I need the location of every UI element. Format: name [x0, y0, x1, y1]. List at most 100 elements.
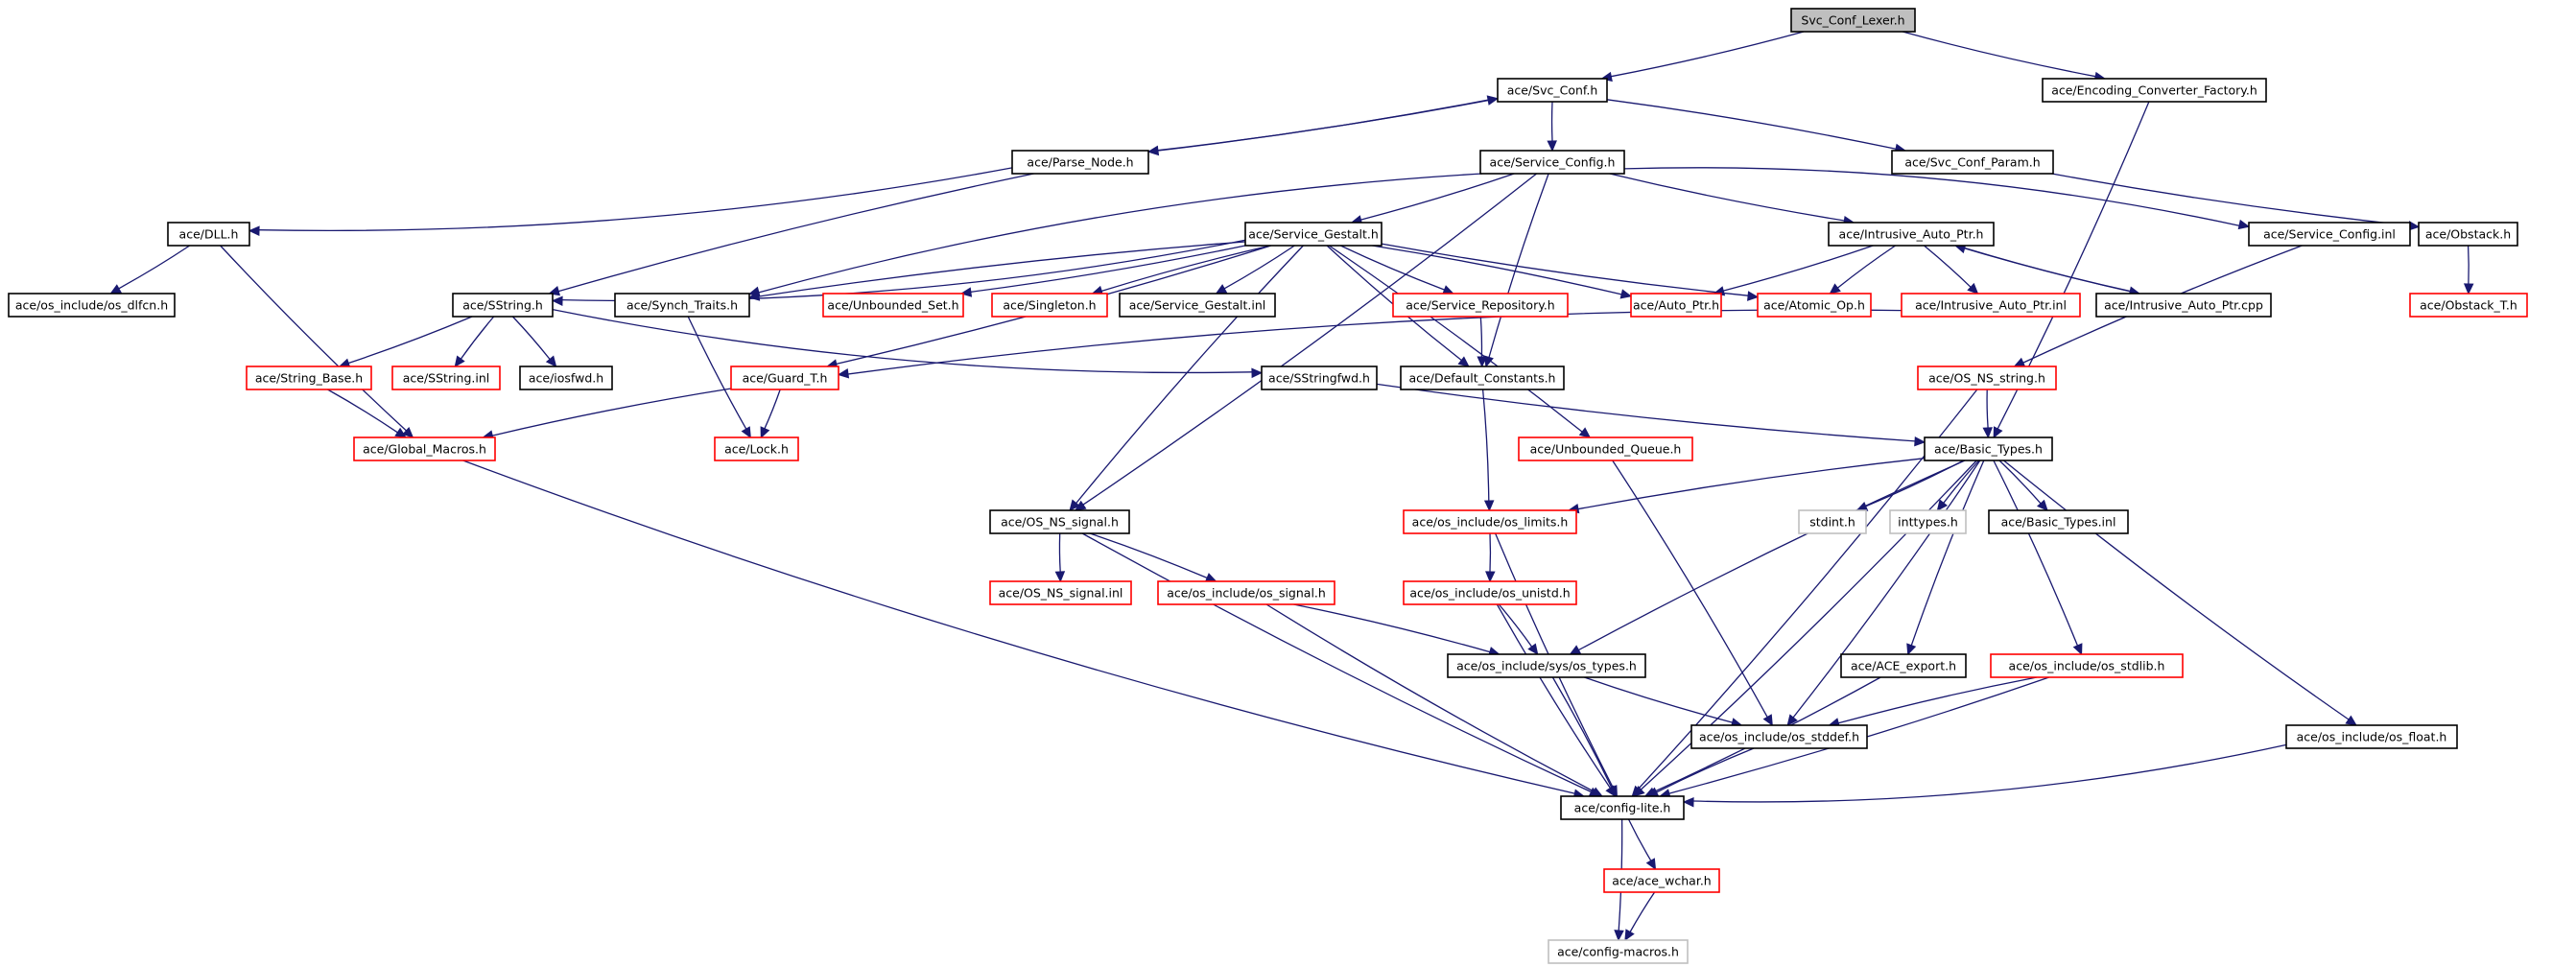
- node-os-ns-signal-inl[interactable]: ace/OS_NS_signal.inl: [989, 580, 1132, 605]
- arrowhead-os-limits-to-os-unistd: [1485, 571, 1496, 583]
- node-basic-types[interactable]: ace/Basic_Types.h: [1924, 436, 2053, 461]
- node-global-macros[interactable]: ace/Global_Macros.h: [353, 436, 496, 461]
- node-svc-conf-lexer-box: [1790, 8, 1916, 33]
- node-os-stddef[interactable]: ace/os_include/os_stddef.h: [1690, 724, 1868, 749]
- node-iosfwd-box: [519, 366, 613, 390]
- node-service-config[interactable]: ace/Service_Config.h: [1479, 150, 1625, 175]
- node-string-base-box: [246, 366, 372, 390]
- arrowhead-service-gestalt-to-unbounded-set: [959, 287, 973, 297]
- node-os-stdlib[interactable]: ace/os_include/os_stdlib.h: [1990, 653, 2184, 678]
- node-os-signal-label: ace/os_include/os_signal.h: [1167, 586, 1326, 601]
- arrowhead-service-gestalt-to-sstring: [551, 295, 563, 306]
- node-intrusive-auto-ptr-inl[interactable]: ace/Intrusive_Auto_Ptr.inl: [1901, 293, 2081, 318]
- arrowhead-service-gestalt-to-service-gestalt-inl: [1215, 284, 1228, 295]
- edge-svc-conf-param-to-obstack: [2051, 173, 2410, 226]
- edge-service-gestalt-to-unbounded-set: [970, 245, 1246, 293]
- node-ace-wchar[interactable]: ace/ace_wchar.h: [1603, 868, 1720, 893]
- node-service-gestalt-inl[interactable]: ace/Service_Gestalt.inl: [1119, 293, 1276, 318]
- node-unbounded-set[interactable]: ace/Unbounded_Set.h: [822, 293, 964, 318]
- node-unbounded-queue[interactable]: ace/Unbounded_Queue.h: [1518, 436, 1693, 461]
- node-iosfwd[interactable]: ace/iosfwd.h: [519, 366, 613, 390]
- edge-basic-types-to-config-lite: [1640, 460, 1977, 790]
- node-service-gestalt-box: [1244, 222, 1383, 247]
- edge-os-unistd-to-os-types: [1498, 603, 1533, 648]
- node-config-lite[interactable]: ace/config-lite.h: [1560, 795, 1685, 820]
- node-svc-conf-lexer[interactable]: Svc_Conf_Lexer.h: [1790, 8, 1916, 33]
- node-iosfwd-label: ace/iosfwd.h: [529, 371, 603, 386]
- node-sstringfwd[interactable]: ace/SStringfwd.h: [1261, 366, 1378, 390]
- node-parse-node[interactable]: ace/Parse_Node.h: [1011, 150, 1149, 175]
- node-default-constants-label: ace/Default_Constants.h: [1409, 371, 1556, 386]
- node-inttypes-box: [1889, 509, 1967, 534]
- node-service-gestalt[interactable]: ace/Service_Gestalt.h: [1244, 222, 1383, 247]
- edge-svc-conf-lexer-to-svc-conf: [1611, 31, 1805, 78]
- node-guard-t-label: ace/Guard_T.h: [743, 371, 828, 386]
- node-service-gestalt-label: ace/Service_Gestalt.h: [1248, 227, 1379, 242]
- node-os-unistd[interactable]: ace/os_include/os_unistd.h: [1403, 580, 1577, 605]
- edge-service-config-to-synch-traits: [758, 173, 1483, 294]
- node-guard-t[interactable]: ace/Guard_T.h: [730, 366, 839, 390]
- edge-service-config-to-service-config-inl: [1623, 167, 2240, 226]
- node-sstring[interactable]: ace/SString.h: [452, 293, 554, 318]
- arrowhead-string-base-to-global-macros: [394, 427, 408, 438]
- node-string-base[interactable]: ace/String_Base.h: [246, 366, 372, 390]
- node-os-stddef-box: [1690, 724, 1868, 749]
- node-stdint-box: [1798, 509, 1867, 534]
- edge-os-ns-signal-to-os-ns-signal-inl: [1058, 532, 1061, 573]
- edge-service-gestalt-to-synch-traits: [758, 241, 1246, 297]
- node-dll[interactable]: ace/DLL.h: [167, 222, 250, 247]
- node-svc-conf-param[interactable]: ace/Svc_Conf_Param.h: [1891, 150, 2054, 175]
- node-config-macros[interactable]: ace/config-macros.h: [1548, 939, 1689, 964]
- node-obstack-label: ace/Obstack.h: [2425, 227, 2511, 242]
- node-unbounded-set-label: ace/Unbounded_Set.h: [827, 298, 958, 313]
- edge-service-config-to-os-ns-signal: [1082, 173, 1538, 506]
- node-os-ns-signal-label: ace/OS_NS_signal.h: [1001, 515, 1119, 530]
- node-encoding-conv[interactable]: ace/Encoding_Converter_Factory.h: [2042, 78, 2267, 103]
- arrowhead-unbounded-queue-to-os-stddef: [1762, 714, 1773, 727]
- node-os-float-label: ace/os_include/os_float.h: [2297, 730, 2447, 744]
- arrowhead-os-ns-signal-to-os-signal: [1204, 573, 1217, 582]
- node-sstring-inl-label: ace/SString.inl: [403, 371, 490, 386]
- node-os-dlfcn[interactable]: ace/os_include/os_dlfcn.h: [8, 293, 176, 318]
- node-service-config-inl[interactable]: ace/Service_Config.inl: [2248, 222, 2411, 247]
- node-string-base-label: ace/String_Base.h: [255, 371, 363, 386]
- node-basic-types-box: [1924, 436, 2053, 461]
- node-ace-export[interactable]: ace/ACE_export.h: [1840, 653, 1967, 678]
- node-service-gestalt-inl-box: [1119, 293, 1276, 318]
- node-os-types[interactable]: ace/os_include/sys/os_types.h: [1447, 653, 1646, 678]
- node-os-ns-string[interactable]: ace/OS_NS_string.h: [1917, 366, 2057, 390]
- arrowhead-os-ns-string-to-basic-types: [1982, 427, 1993, 439]
- node-os-limits[interactable]: ace/os_include/os_limits.h: [1403, 509, 1577, 534]
- node-service-repository[interactable]: ace/Service_Repository.h: [1392, 293, 1569, 318]
- node-synch-traits[interactable]: ace/Synch_Traits.h: [614, 293, 750, 318]
- node-auto-ptr-box: [1630, 293, 1722, 318]
- node-intrusive-auto-ptr[interactable]: ace/Intrusive_Auto_Ptr.h: [1828, 222, 1995, 247]
- node-os-signal[interactable]: ace/os_include/os_signal.h: [1157, 580, 1335, 605]
- node-synch-traits-label: ace/Synch_Traits.h: [626, 298, 738, 313]
- arrowhead-os-ns-signal-to-os-ns-signal-inl: [1054, 571, 1066, 583]
- node-lock[interactable]: ace/Lock.h: [714, 436, 799, 461]
- node-sstring-inl[interactable]: ace/SString.inl: [391, 366, 501, 390]
- edge-basic-types-to-os-stdlib: [1993, 460, 2079, 647]
- edge-basic-types-to-os-float: [2003, 460, 2350, 720]
- node-os-float[interactable]: ace/os_include/os_float.h: [2285, 724, 2458, 749]
- node-svc-conf[interactable]: ace/Svc_Conf.h: [1497, 78, 1608, 103]
- node-os-ns-signal[interactable]: ace/OS_NS_signal.h: [989, 509, 1130, 534]
- arrowhead-svc-conf-to-service-config: [1547, 140, 1557, 153]
- node-obstack-t[interactable]: ace/Obstack_T.h: [2409, 293, 2528, 318]
- edge-parse-node-to-svc-conf: [1147, 99, 1489, 153]
- node-obstack[interactable]: ace/Obstack.h: [2418, 222, 2518, 247]
- node-os-types-label: ace/os_include/sys/os_types.h: [1456, 659, 1637, 673]
- node-singleton[interactable]: ace/Singleton.h: [991, 293, 1108, 318]
- node-intrusive-auto-ptr-cpp[interactable]: ace/Intrusive_Auto_Ptr.cpp: [2095, 293, 2272, 318]
- node-auto-ptr[interactable]: ace/Auto_Ptr.h: [1630, 293, 1722, 318]
- node-config-lite-label: ace/config-lite.h: [1574, 801, 1671, 815]
- node-basic-types-inl-label: ace/Basic_Types.inl: [2001, 515, 2116, 530]
- node-inttypes[interactable]: inttypes.h: [1889, 509, 1967, 534]
- node-atomic-op[interactable]: ace/Atomic_Op.h: [1757, 293, 1872, 318]
- node-stdint[interactable]: stdint.h: [1798, 509, 1867, 534]
- edge-parse-node-to-dll: [258, 167, 1013, 232]
- node-basic-types-inl[interactable]: ace/Basic_Types.inl: [1988, 509, 2129, 534]
- arrowhead-service-config-to-service-config-inl: [2237, 219, 2251, 230]
- node-default-constants[interactable]: ace/Default_Constants.h: [1400, 366, 1565, 390]
